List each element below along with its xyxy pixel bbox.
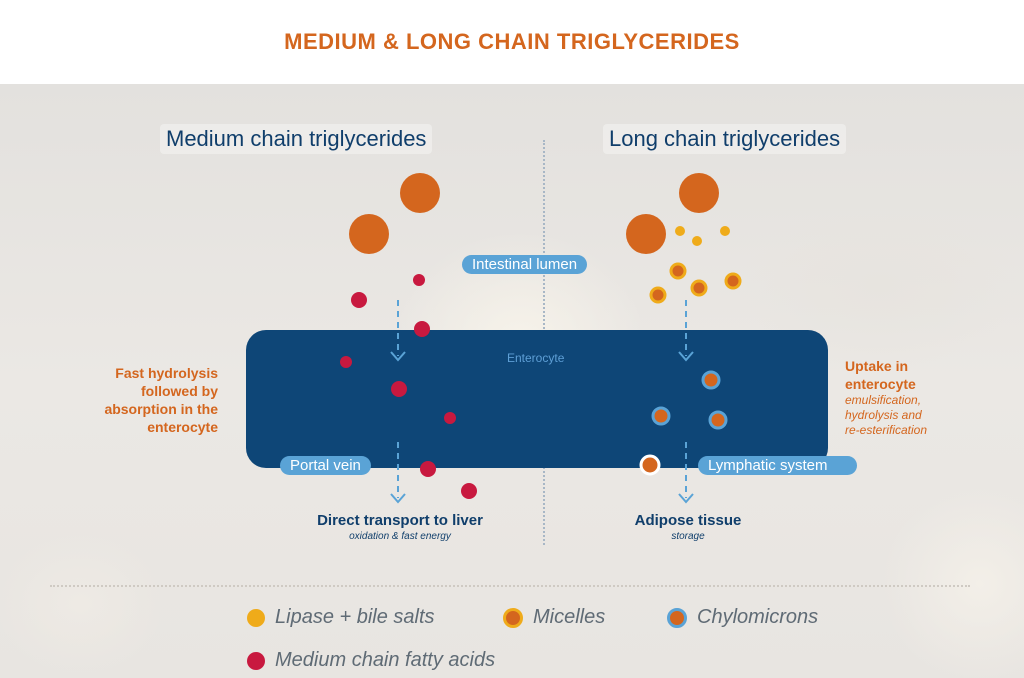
fatty-acid-icon	[247, 651, 265, 670]
page-title: MEDIUM & LONG CHAIN TRIGLYCERIDES	[284, 29, 740, 54]
fatty-acid-dot	[340, 356, 352, 368]
arrowhead-down-icon	[390, 351, 406, 362]
legend-item-lipase: Lipase + bile salts	[247, 606, 435, 629]
lipase-dot	[692, 236, 702, 246]
fatty-acid-dot	[420, 461, 436, 477]
legend-item-micelles: Micelles	[503, 606, 605, 629]
left-note-line: followed by	[141, 383, 218, 399]
triglyceride-dot	[679, 173, 719, 213]
legend-label: Lipase + bile salts	[275, 606, 435, 628]
right-outcome-title: Adipose tissue	[634, 512, 742, 529]
fatty-acid-dot	[461, 483, 477, 499]
chylomicron-dot	[701, 370, 721, 390]
legend-label: Chylomicrons	[697, 606, 819, 628]
legend-divider	[50, 585, 970, 587]
triglyceride-dot	[400, 173, 440, 213]
micelle-dot	[724, 272, 742, 290]
left-note-line: absorption in the	[104, 401, 218, 417]
lymphatic-system-label: Lymphatic system	[698, 456, 858, 475]
chylomicron-dot	[651, 406, 671, 426]
right-note-subline: emulsification,	[845, 393, 922, 407]
fatty-acid-dot	[413, 274, 425, 286]
right-note-line: Uptake in	[845, 358, 909, 374]
lipase-dot	[720, 226, 730, 236]
arrowhead-down-icon	[390, 493, 406, 504]
left-outcome-title: Direct transport to liver	[317, 512, 483, 529]
arrowhead-down-icon	[678, 351, 694, 362]
arrowhead-down-icon	[678, 493, 694, 504]
right-note-subline: hydrolysis and	[845, 408, 922, 422]
chylomicron-dot	[639, 454, 661, 476]
micelle-dot	[690, 279, 708, 297]
enterocyte-block	[246, 330, 828, 468]
right-outcome: Adipose tissue storage	[598, 512, 778, 542]
left-outcome: Direct transport to liver oxidation & fa…	[280, 512, 520, 542]
fatty-acid-dot	[414, 321, 430, 337]
left-note-line: enterocyte	[147, 419, 218, 435]
legend-label: Micelles	[533, 606, 606, 628]
fatty-acid-dot	[351, 292, 367, 308]
chylomicron-dot	[708, 410, 728, 430]
legend-item-fatty-acids: Medium chain fatty acids	[247, 649, 495, 672]
right-note-line: enterocyte	[845, 376, 916, 392]
legend-label: Medium chain fatty acids	[275, 649, 496, 671]
left-side-note: Fast hydrolysis followed by absorption i…	[60, 364, 218, 436]
header-bar: MEDIUM & LONG CHAIN TRIGLYCERIDES	[0, 0, 1024, 84]
fatty-acid-dot	[444, 412, 456, 424]
left-note-line: Fast hydrolysis	[115, 365, 218, 381]
legend-item-chylomicrons: Chylomicrons	[667, 606, 818, 629]
micelle-dot	[669, 262, 687, 280]
enterocyte-label: Enterocyte	[507, 351, 565, 365]
triglyceride-dot	[349, 214, 389, 254]
chylomicron-icon	[667, 607, 687, 628]
micelle-icon	[503, 607, 523, 628]
lipase-icon	[247, 608, 265, 627]
lipase-dot	[675, 226, 685, 236]
portal-vein-label: Portal vein	[280, 456, 371, 475]
right-side-note: Uptake in enterocyte emulsification, hyd…	[845, 357, 1015, 438]
left-column-title: Medium chain triglycerides	[160, 124, 433, 154]
intestinal-lumen-label: Intestinal lumen	[462, 255, 588, 274]
left-outcome-subtitle: oxidation & fast energy	[349, 531, 451, 542]
fatty-acid-dot	[391, 381, 407, 397]
triglyceride-dot	[626, 214, 666, 254]
right-column-title: Long chain triglycerides	[603, 124, 847, 154]
right-outcome-subtitle: storage	[671, 531, 705, 542]
right-note-subline: re-esterification	[845, 423, 928, 437]
micelle-dot	[649, 286, 667, 304]
